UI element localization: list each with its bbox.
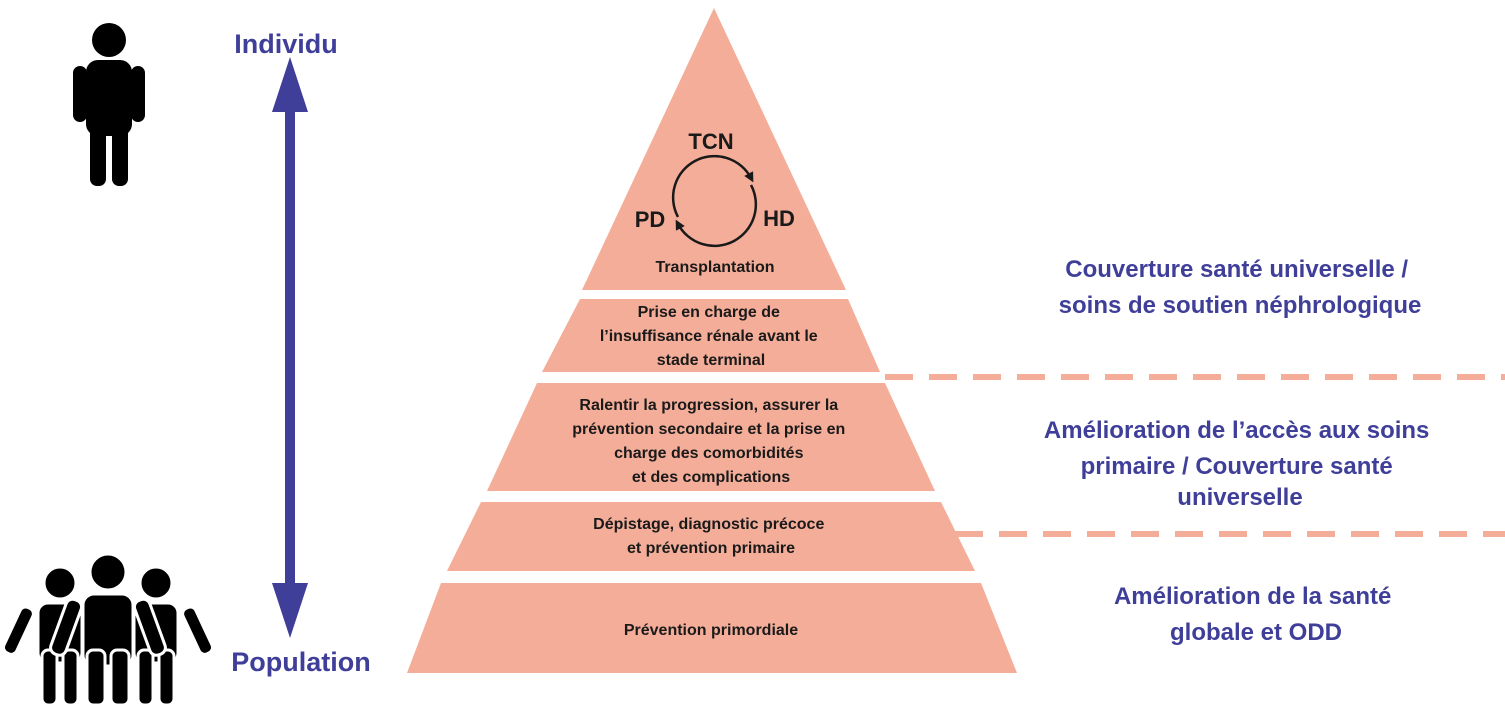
double-arrow-icon xyxy=(272,57,308,638)
cycle-label-tcn: TCN xyxy=(688,129,733,154)
group-icon xyxy=(1,552,215,705)
axis-bottom-label: Population xyxy=(231,647,370,677)
cycle-label-pd: PD xyxy=(635,207,666,232)
level-2-text: Prise en charge de l’insuffisance rénale… xyxy=(600,304,822,369)
level-5-text: Prévention primordiale xyxy=(624,622,798,639)
cycle-arrow-icon xyxy=(675,184,758,248)
level-4-text: Dépistage, diagnostic précoce et prévent… xyxy=(593,516,829,557)
pyramid-level-2 xyxy=(542,299,880,372)
level-3-text: Ralentir la progression, assurer la prév… xyxy=(572,397,849,486)
side-note-2: Amélioration de l’accès aux soins primai… xyxy=(1044,417,1436,511)
pyramid-level-5 xyxy=(407,583,1017,673)
pyramid-level-3 xyxy=(487,383,935,491)
pyramid-level-4 xyxy=(447,502,975,571)
pyramid-level-1 xyxy=(582,8,846,290)
cycle-label-hd: HD xyxy=(763,206,795,231)
treatment-cycle: TCN PD HD xyxy=(635,129,795,248)
person-icon xyxy=(73,23,145,186)
cycle-arrow-icon xyxy=(671,154,754,218)
side-note-3: Amélioration de la santé globale et ODD xyxy=(1114,583,1398,646)
axis-top-label: Individu xyxy=(234,29,338,59)
side-note-1: Couverture santé universelle / soins de … xyxy=(1059,256,1422,319)
pyramid xyxy=(407,8,1017,673)
level-1-text: Transplantation xyxy=(655,259,774,276)
